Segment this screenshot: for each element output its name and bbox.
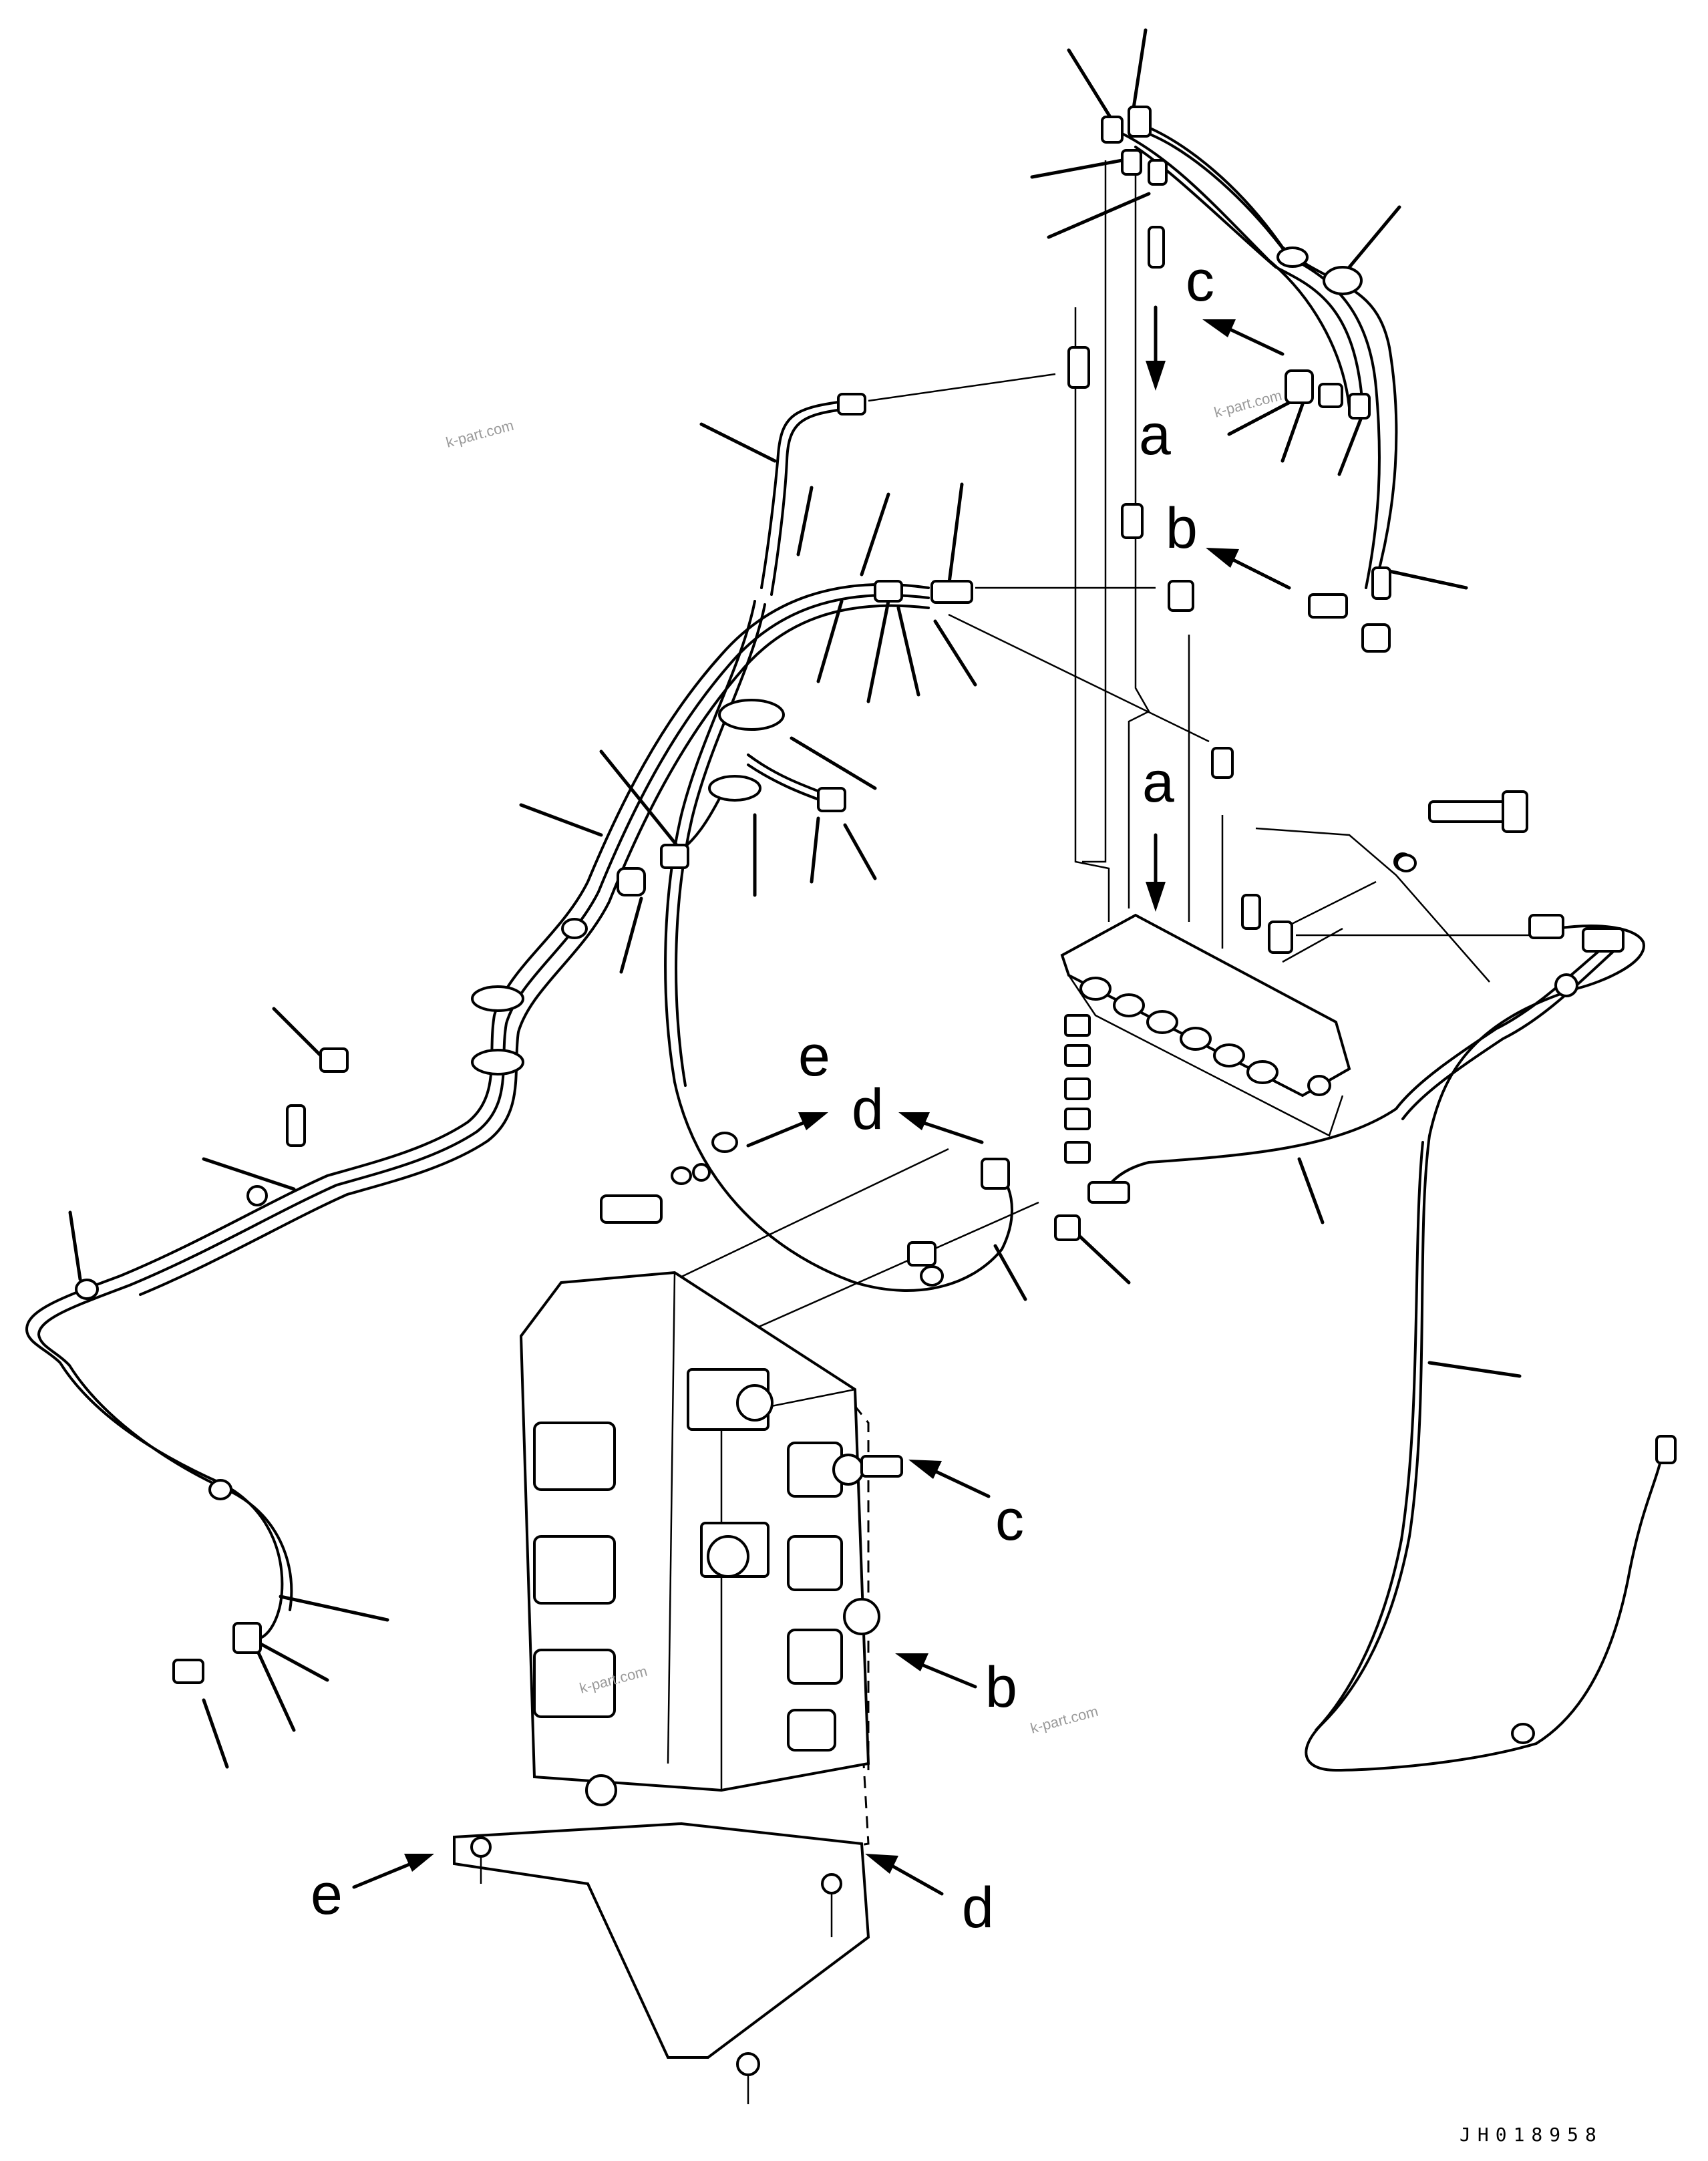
label-d-upper: d [852,1077,884,1142]
label-e-upper: e [798,1024,830,1088]
watermark: k-part.com [1029,1703,1100,1737]
watermark: k-part.com [1212,387,1284,421]
main-control-valve [453,1271,903,2104]
direction-arrows [352,305,1291,1896]
label-b-lower: b [985,1655,1017,1719]
label-c-lower: c [995,1488,1024,1552]
hoses [25,119,1665,1772]
fittings [172,106,1677,1684]
label-a-lower: a [1142,750,1174,814]
bolt-washer-detail [600,790,1528,1224]
callout-labels: a a b b c c d d e e [311,249,1214,1940]
label-e-lower: e [311,1862,343,1927]
label-d-lower: d [962,1876,994,1940]
valve-manifold [1060,913,1351,1164]
label-c-upper: c [1186,249,1214,313]
label-b-upper: b [1166,496,1198,560]
label-a-upper: a [1139,403,1171,467]
watermark: k-part.com [444,417,516,451]
leader-lines [68,28,1522,1769]
hose-clamps [75,246,1578,1744]
drawing-code: JH018958 [1460,2124,1603,2146]
